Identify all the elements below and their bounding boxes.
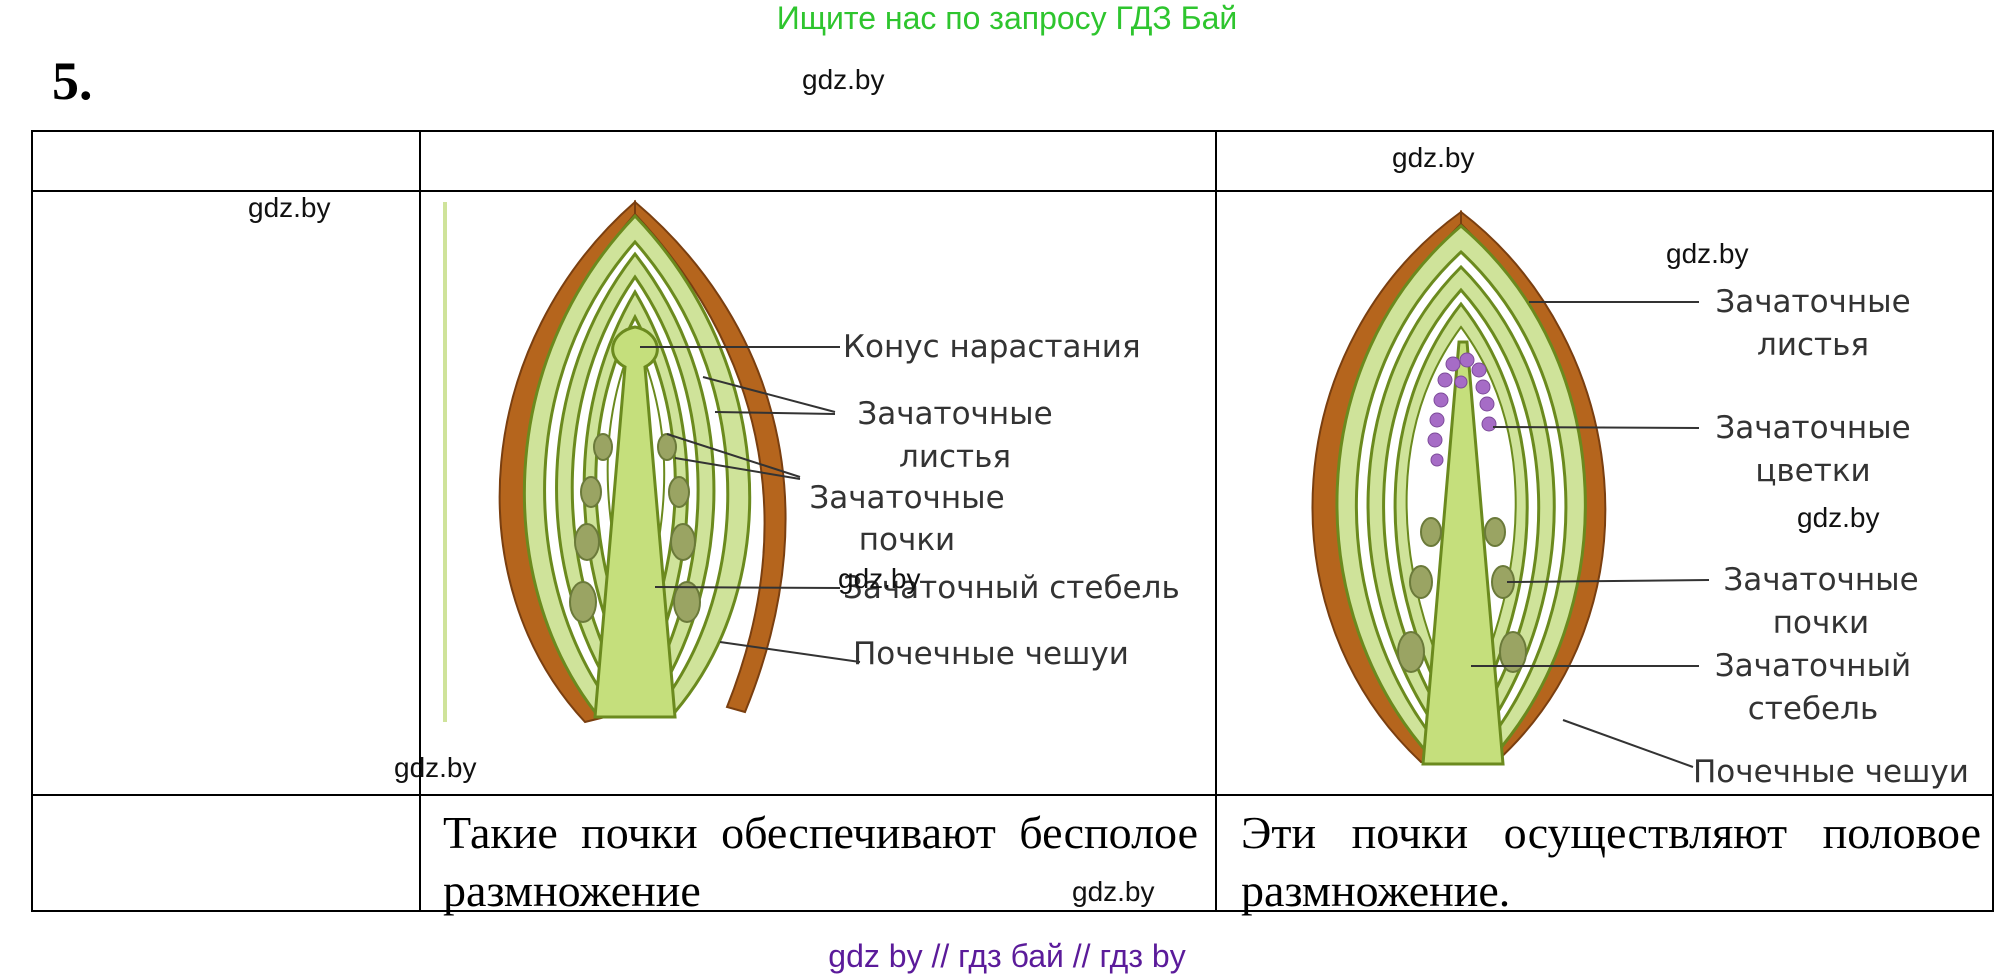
caption-vegetative-bud: Такие почки обеспечивают бесполое размно…	[443, 807, 1198, 916]
watermark-text: gdz.by	[802, 64, 885, 95]
search-banner: Ищите нас по запросу ГДЗ Бай	[776, 0, 1238, 36]
task-number: 5.	[52, 51, 93, 111]
label-leaves-line1: Зачаточные	[1715, 284, 1910, 320]
label-flowers-line2: цветки	[1755, 453, 1870, 489]
label-buds-line1: Зачаточные	[1723, 562, 1918, 598]
label-bud-scales: Почечные чешуи	[853, 636, 1129, 672]
watermark-text: gdz.by	[394, 752, 477, 783]
label-buds-line2: почки	[859, 522, 955, 558]
label-buds-line1: Зачаточные	[809, 480, 1004, 516]
vegetative-bud-diagram: Конус нарастания Зачаточные листья Зачат…	[443, 199, 1180, 724]
footer-links[interactable]: gdz by // гдз бай // гдз by	[828, 938, 1186, 974]
table-row-divider	[33, 190, 1992, 192]
watermark-text: gdz.by	[1392, 142, 1475, 173]
label-leaves-line1: Зачаточные	[857, 396, 1052, 432]
watermark-text: gdz.by	[1666, 238, 1749, 269]
table-row-divider	[33, 794, 1992, 796]
label-stem-line1: Зачаточный	[1715, 648, 1911, 684]
answer-table: Конус нарастания Зачаточные листья Зачат…	[31, 130, 1994, 916]
table-column-divider	[1215, 132, 1217, 910]
watermark-text: gdz.by	[1072, 876, 1155, 907]
label-leaves-line2: листья	[1757, 327, 1869, 363]
label-bud-scales: Почечные чешуи	[1693, 754, 1969, 790]
table-column-divider	[419, 132, 421, 910]
label-stem-line2: стебель	[1748, 691, 1878, 727]
flower-bud-diagram: Зачаточные листья Зачаточные цветки Зача…	[1311, 209, 1969, 790]
label-growth-cone: Конус нарастания	[843, 329, 1141, 365]
caption-flower-bud: Эти почки осуществляют половое размножен…	[1241, 807, 1981, 916]
label-leaves-line2: листья	[899, 439, 1011, 475]
watermark-text: gdz.by	[248, 192, 331, 223]
watermark-text: gdz.by	[1797, 502, 1880, 533]
label-buds-line2: почки	[1773, 605, 1869, 641]
label-flowers-line1: Зачаточные	[1715, 410, 1910, 446]
label-embryonic-stem: Зачаточный стебель	[843, 570, 1180, 606]
watermark-text: gdz.by	[838, 563, 921, 594]
